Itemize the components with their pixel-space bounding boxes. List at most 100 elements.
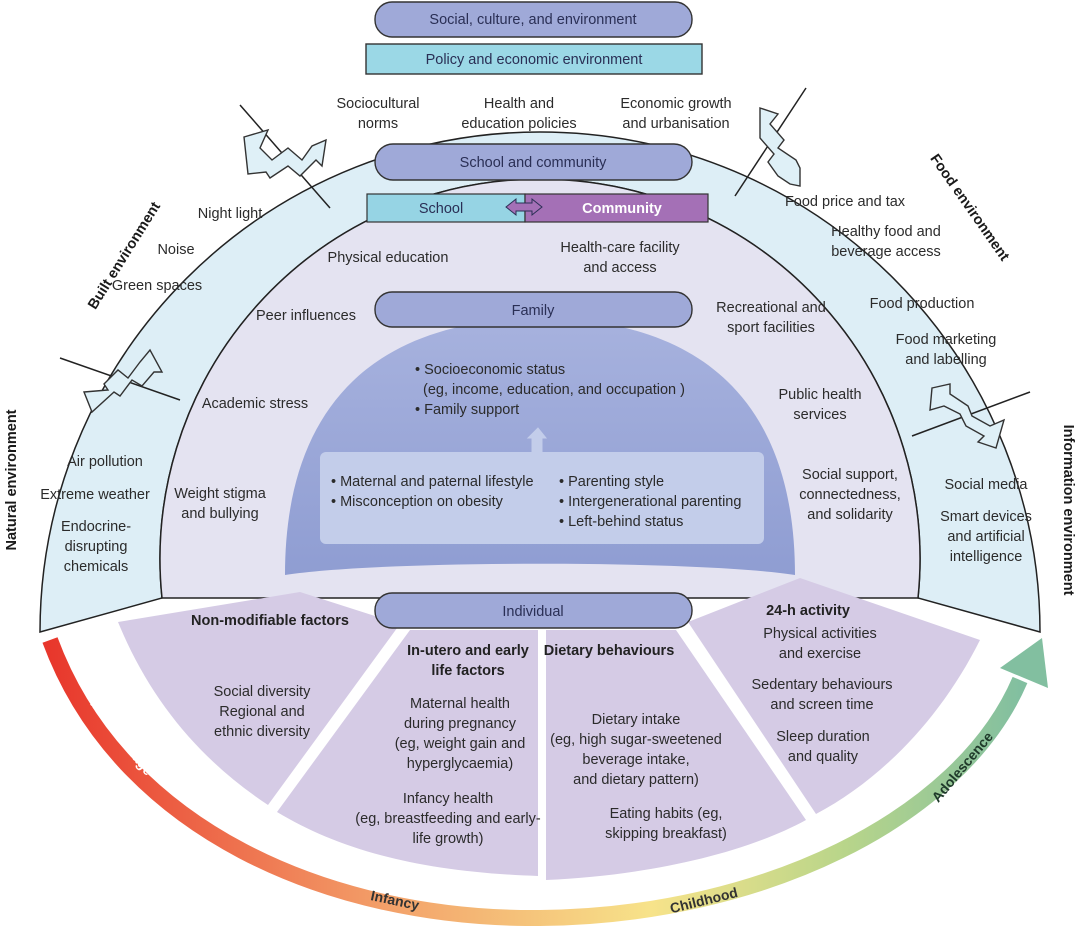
school-community-item-line: Weight stigma [174,486,267,502]
natural-environment-item-line: Extreme weather [40,487,150,503]
food-environment-item-line: Healthy food and [831,224,941,240]
sector-title-line: life factors [431,663,504,679]
school-community-item: Recreational and sport facilities [716,300,826,336]
sector-item-line: ethnic diversity [214,724,311,740]
pill-family: Family [374,291,693,328]
sector-item-line: skipping breakfast) [605,826,727,842]
school-community-item-line: Public health [778,387,861,403]
natural-environment-item-line: Air pollution [67,454,143,470]
built-environment-item: Noise [157,242,194,258]
life-course-arrow [42,637,1048,926]
school-community-item-line: Peer influences [256,308,356,324]
horizontal-double-arrow-icon [505,197,543,217]
food-environment-item: Food production [870,296,975,312]
interaction-arrows [82,107,1006,449]
school-community-item-line: Health-care facility [560,240,680,256]
zigzag-double-arrow-icon [243,128,327,179]
policy-item-line: education policies [461,116,576,132]
arrow-head-icon [1000,638,1048,688]
information-environment-item-line: Smart devices [940,509,1032,525]
sector-item-line: (eg, high sugar-sweetened [550,732,722,748]
sector-item-line: and screen time [770,697,873,713]
zigzag-double-arrow-icon [82,348,164,414]
family-panel [320,452,764,544]
sector-title-line: In-utero and early [407,643,529,659]
sector-item-line: Social diversity [214,684,311,700]
natural-environment-label: Natural environment [4,409,20,550]
school-community-item-line: and access [583,260,656,276]
stage-childhood: Childhood [668,884,739,916]
family-panel-bullet-line: • Maternal and paternal lifestyle [331,474,534,490]
school-community-item: Peer influences [256,308,356,324]
sector-item: Eating habits (eg,skipping breakfast) [605,806,727,842]
food-environment-item-line: beverage access [831,244,941,260]
policy-bar-label: Policy and economic environment [426,52,643,68]
school-community-item-line: and solidarity [807,507,893,523]
policy-item: Health and education policies [461,96,576,132]
built-environment-item-line: Green spaces [112,278,202,294]
school-community-item: Health-care facility and access [560,240,680,276]
built-environment-item-line: Noise [157,242,194,258]
pill-social-culture-label: Social, culture, and environment [429,12,636,28]
information-environment-item-line: Social media [944,477,1028,493]
pill-school-community-label: School and community [460,155,607,171]
sector-non-modifiable [118,592,400,805]
school-community-item-line: Recreational and [716,300,826,316]
family-bullet: • Socioeconomic status(eg, income, educa… [415,362,685,398]
information-environment-item-line: and artificial [947,529,1024,545]
built-environment-item: Night light [198,206,262,222]
sector-item-line: (eg, breastfeeding and early- [355,811,541,827]
sector-item-line: Infancy health [403,791,493,807]
school-community-item: Weight stigma and bullying [174,486,267,522]
school-community-item: Public health services [778,387,861,423]
family-panel-bullet: • Parenting style• Intergenerational par… [559,474,741,530]
pill-individual-label: Individual [502,604,563,620]
school-community-item: Academic stress [202,396,308,412]
pill-individual: Individual [374,592,693,629]
stage-adolescence: Adolescence [928,728,996,805]
sector-item-line: Sleep duration [776,729,870,745]
policy-item-line: Health and [484,96,554,112]
sector-title: 24-h activity [766,603,850,619]
natural-environment-item: Extreme weather [40,487,150,503]
school-community-item-line: sport facilities [727,320,815,336]
sector-item-line: beverage intake, [582,752,689,768]
family-panel-bullet-line: • Parenting style [559,474,664,490]
zigzag-double-arrow-icon [759,107,801,187]
sector-item-line: Regional and [219,704,304,720]
built-environment-item-line: Night light [198,206,262,222]
food-environment-item-line: and labelling [905,352,986,368]
sector-item-line: Sedentary behaviours [751,677,892,693]
sector-activity [688,578,980,814]
school-community-item-line: Physical education [328,250,449,266]
sector-title: Non-modifiable factors [191,613,349,629]
school-community-item: Social support,connectedness,and solidar… [799,467,901,523]
built-environment-label: Built environment [85,199,164,312]
policy-item-line: Sociocultural [336,96,419,112]
policy-item-line: Economic growth [620,96,731,112]
sector-item-line: Dietary intake [592,712,681,728]
family-panel-bullet-line: • Left-behind status [559,514,683,530]
pill-school-community: School and community [374,143,693,181]
information-environment-item: Social media [944,477,1028,493]
sector-item-line: and exercise [779,646,861,662]
policy-bar: Policy and economic environment [365,43,703,75]
school-community-item-line: services [793,407,846,423]
family-panel-bullet-line: • Misconception on obesity [331,494,504,510]
individual-sectors [118,578,980,880]
sector-item: Dietary intake (eg, high sugar-sweetened b… [550,712,722,788]
food-environment-item: Healthy food and beverage access [831,224,941,260]
sector-title-line: 24-h activity [766,603,850,619]
school-community-item-line: and bullying [181,506,258,522]
natural-environment-item-line: Endocrine- [61,519,131,535]
natural-environment-item-line: disrupting [65,539,128,555]
family-bullet-line: • Family support [415,402,519,418]
zigzag-double-arrow-icon [929,383,1006,449]
natural-environment-item: Air pollution [67,454,143,470]
sector-item-line: and dietary pattern) [573,772,699,788]
pill-family-label: Family [512,303,555,319]
